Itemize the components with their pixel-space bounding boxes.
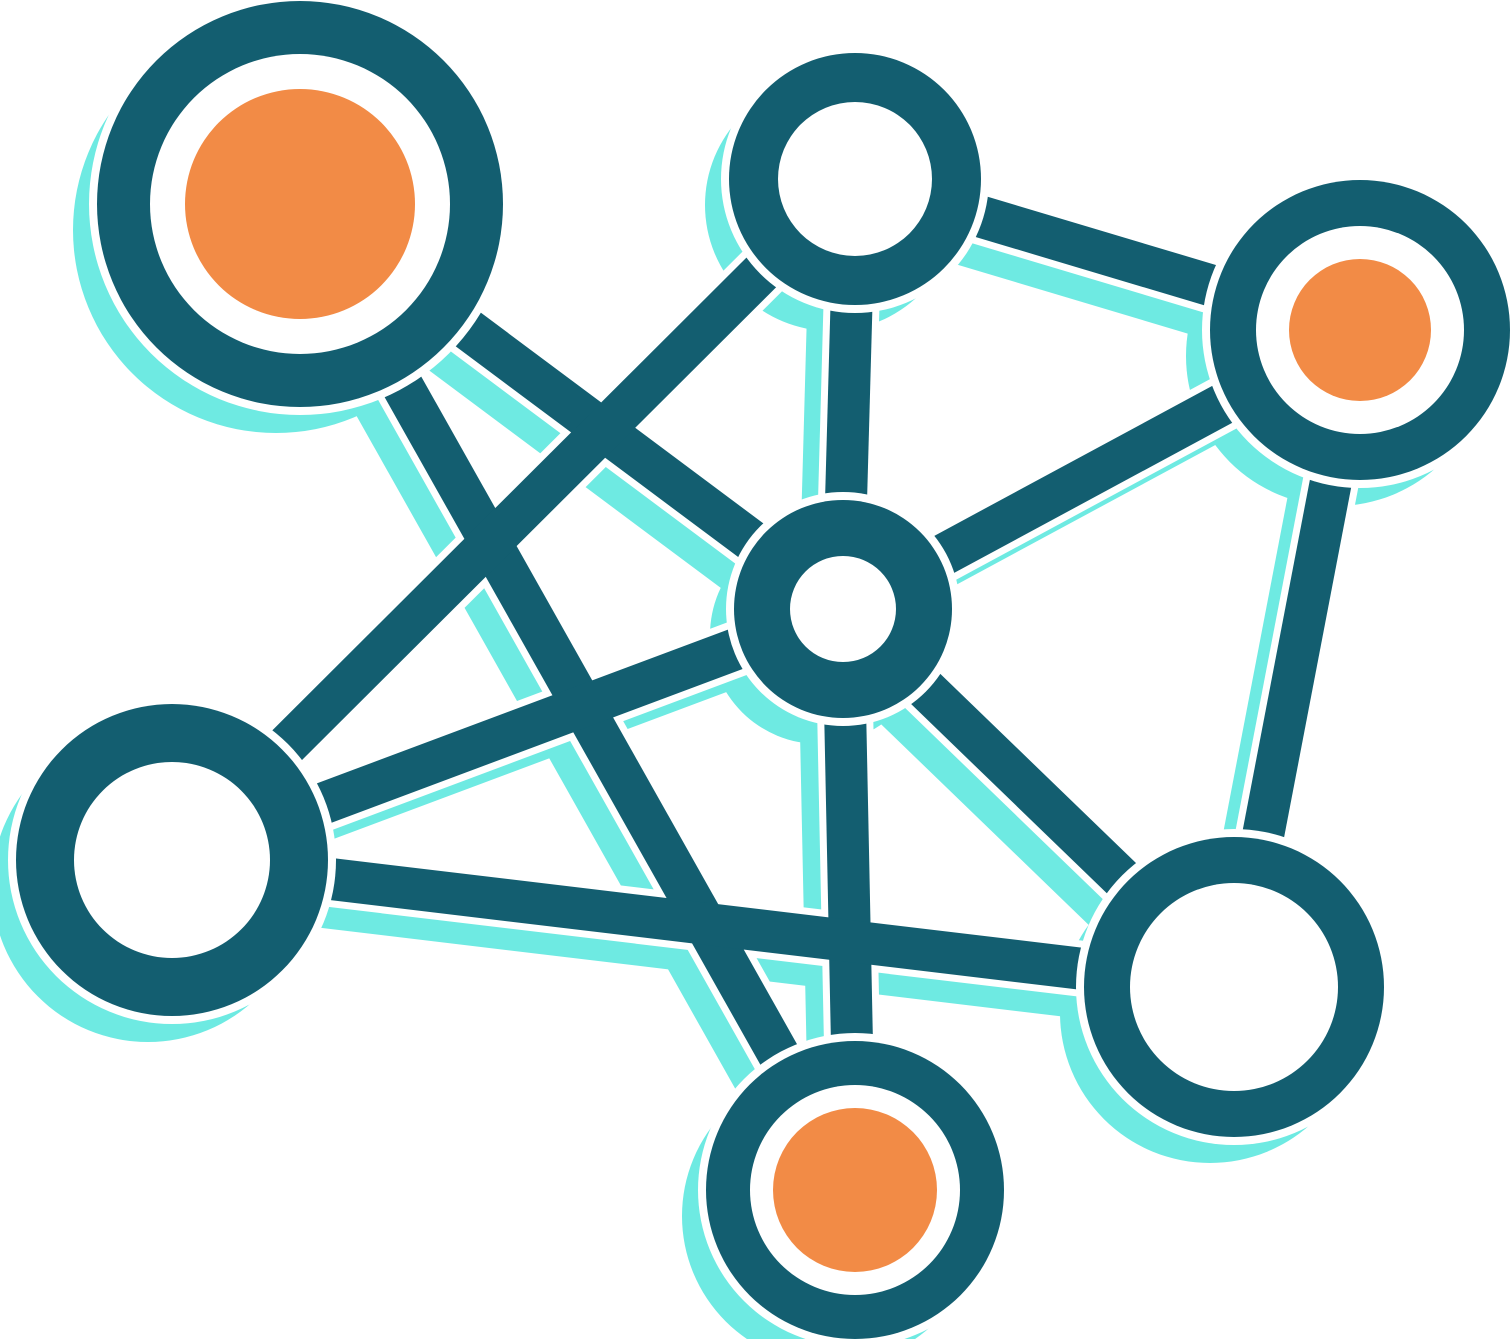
node-bottom-right [1076,829,1392,1145]
node-hub [726,492,960,726]
node-dot [773,1108,937,1272]
node-center [74,762,270,958]
node-center [1130,883,1338,1091]
node-layer [8,0,1510,1339]
node-dot [1289,259,1431,401]
node-center [778,102,932,256]
edge-left-to-bottom-right [169,839,1237,1008]
node-center [790,556,896,662]
node-top-left [89,0,511,415]
node-top-center [721,45,989,313]
node-bottom [698,1033,1012,1339]
node-top-right [1202,172,1510,488]
node-dot [185,89,415,319]
node-left [8,696,336,1024]
